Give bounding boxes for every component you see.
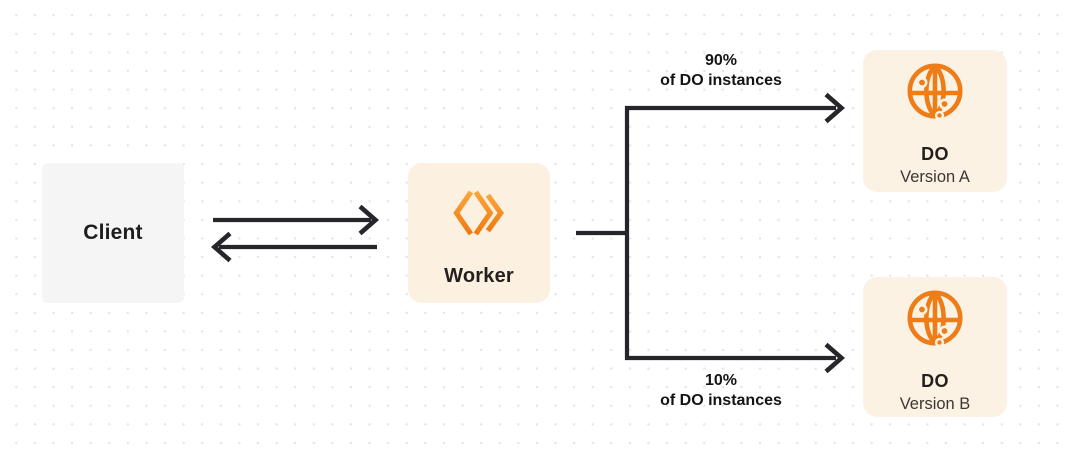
client-label: Client xyxy=(83,221,143,244)
split-label-90-line1: 90% xyxy=(704,52,738,69)
split-label-90-percent: 90% of DO instances xyxy=(611,51,831,91)
arrow-to-version-a-head xyxy=(824,92,846,124)
worker-node: Worker xyxy=(408,163,550,303)
do-version-b-title: DO xyxy=(921,371,949,391)
arrow-client-to-worker-head xyxy=(358,204,380,236)
workers-logo-icon xyxy=(453,188,505,238)
split-label-10-line1: 10% xyxy=(704,372,738,389)
do-version-a-node: DO Version A xyxy=(863,50,1007,192)
do-version-b-node: DO Version B xyxy=(863,277,1007,417)
worker-label: Worker xyxy=(444,265,514,287)
do-version-a-title: DO xyxy=(921,144,949,164)
do-version-b-subtitle: Version B xyxy=(899,395,971,413)
client-node: Client xyxy=(42,163,184,303)
split-label-10-percent: 10% of DO instances xyxy=(611,371,831,411)
globe-icon xyxy=(906,289,964,348)
arrow-worker-to-client-head xyxy=(210,231,232,263)
split-label-10-line2: of DO instances xyxy=(660,392,782,409)
globe-icon xyxy=(906,62,964,121)
arrow-to-version-b-head xyxy=(824,342,846,374)
split-label-90-line2: of DO instances xyxy=(660,72,782,89)
do-version-a-subtitle: Version A xyxy=(900,168,970,186)
